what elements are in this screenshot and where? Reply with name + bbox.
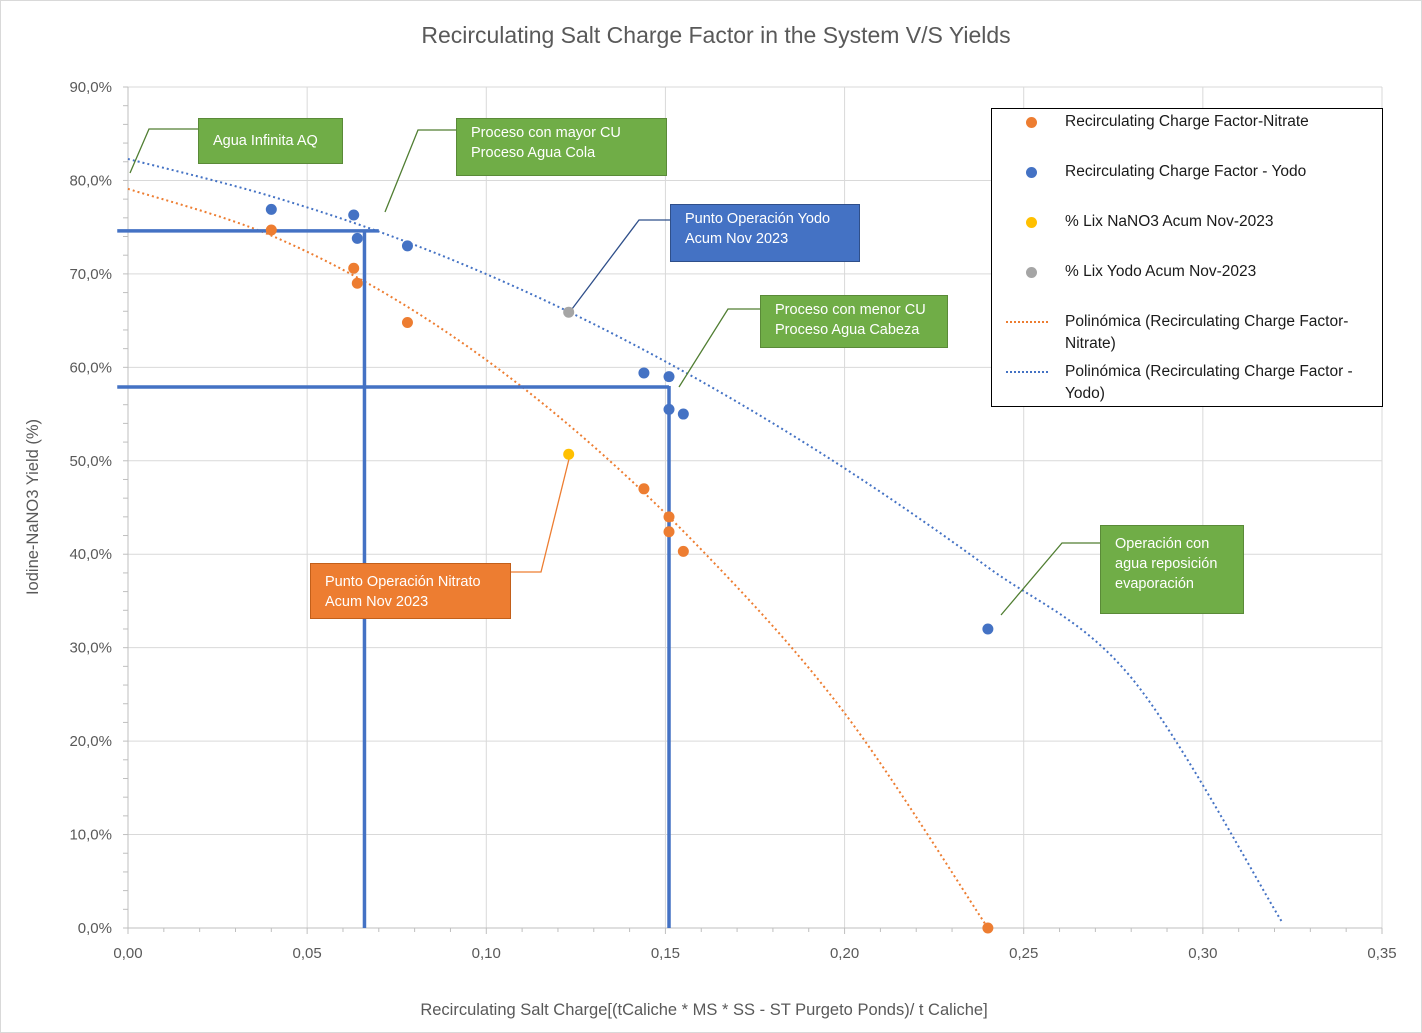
data-point-series-0 xyxy=(677,545,689,557)
trendline-yodo xyxy=(127,157,1283,922)
legend-label-lix-nano3: % Lix NaNO3 Acum Nov-2023 xyxy=(1065,213,1274,230)
callout-menor-cu: Proceso con menor CU Proceso Agua Cabeza xyxy=(760,295,948,348)
legend-label-trend-nitrate: Polinómica (Recirculating Charge Factor-… xyxy=(1065,313,1349,352)
y-tick-label: 50,0% xyxy=(69,453,112,470)
data-point-series-0 xyxy=(663,511,675,523)
data-points xyxy=(265,203,994,934)
y-tick-label: 10,0% xyxy=(69,827,112,844)
legend-label-trend-yodo: Polinómica (Recirculating Charge Factor … xyxy=(1065,363,1353,402)
callout-agua-reposicion: Operación con agua reposición evaporació… xyxy=(1100,525,1244,614)
x-tick-label: 0,05 xyxy=(293,945,322,962)
legend-label-yodo: Recirculating Charge Factor - Yodo xyxy=(1065,163,1307,180)
data-point-series-1 xyxy=(265,203,277,215)
callout-agua-infinita: Agua Infinita AQ xyxy=(198,118,343,164)
data-point-series-1 xyxy=(663,371,675,383)
data-point-series-3 xyxy=(563,306,575,318)
legend-item-yodo: Recirculating Charge Factor - Yodo xyxy=(992,159,1384,199)
y-tick-label: 40,0% xyxy=(69,546,112,563)
legend-label-lix-yodo: % Lix Yodo Acum Nov-2023 xyxy=(1065,263,1257,280)
callout-punto-operacion-yodo: Punto Operación Yodo Acum Nov 2023 xyxy=(670,204,860,262)
data-point-series-0 xyxy=(663,526,675,538)
x-tick-label: 0,10 xyxy=(472,945,501,962)
legend-line-trend-yodo xyxy=(1006,371,1048,373)
y-tick-label: 90,0% xyxy=(69,79,112,96)
data-point-series-1 xyxy=(401,240,413,252)
data-point-series-0 xyxy=(351,277,363,289)
data-point-series-2 xyxy=(563,448,575,460)
y-tick-label: 20,0% xyxy=(69,733,112,750)
legend-item-nitrate: Recirculating Charge Factor-Nitrate xyxy=(992,109,1384,149)
x-tick-label: 0,25 xyxy=(1009,945,1038,962)
legend-item-trend-nitrate: Polinómica (Recirculating Charge Factor-… xyxy=(992,309,1384,355)
y-axis-label: Iodine-NaNO3 Yield (%) xyxy=(24,419,42,595)
callout-mayor-cu: Proceso con mayor CU Proceso Agua Cola xyxy=(456,118,667,176)
data-point-series-0 xyxy=(401,316,413,328)
legend-marker-yodo xyxy=(1026,167,1037,178)
x-tick-label: 0,35 xyxy=(1367,945,1396,962)
legend: Recirculating Charge Factor-Nitrate Reci… xyxy=(991,108,1383,407)
callout-punto-operacion-nitrato: Punto Operación Nitrato Acum Nov 2023 xyxy=(310,563,511,619)
x-tick-label: 0,15 xyxy=(651,945,680,962)
legend-item-lix-yodo: % Lix Yodo Acum Nov-2023 xyxy=(992,259,1384,299)
data-point-series-1 xyxy=(677,408,689,420)
x-tick-label: 0,20 xyxy=(830,945,859,962)
chart-title: Recirculating Salt Charge Factor in the … xyxy=(421,22,1010,48)
data-point-series-1 xyxy=(351,232,363,244)
data-point-series-0 xyxy=(348,262,360,274)
trendline-nitrate xyxy=(127,187,989,929)
legend-marker-nitrate xyxy=(1026,117,1037,128)
data-point-series-0 xyxy=(638,483,650,495)
leader-agua-reposicion xyxy=(1000,542,1100,616)
x-tick-label: 0,00 xyxy=(113,945,142,962)
leader-agua-infinita xyxy=(129,128,198,174)
data-point-series-0 xyxy=(265,224,277,236)
legend-marker-lix-yodo xyxy=(1026,267,1037,278)
x-tick-label: 0,30 xyxy=(1188,945,1217,962)
data-point-series-1 xyxy=(348,209,360,221)
legend-label-nitrate: Recirculating Charge Factor-Nitrate xyxy=(1065,113,1309,130)
callout-leaders xyxy=(129,128,1100,616)
y-tick-label: 80,0% xyxy=(69,172,112,189)
data-point-series-0 xyxy=(982,922,994,934)
legend-line-trend-nitrate xyxy=(1006,321,1048,323)
y-tick-label: 0,0% xyxy=(78,920,112,937)
leader-punto-operacion-yodo xyxy=(568,219,670,314)
data-point-series-1 xyxy=(638,367,650,379)
leader-punto-operacion-nitrato xyxy=(511,458,570,573)
y-tick-label: 70,0% xyxy=(69,266,112,283)
x-axis-label: Recirculating Salt Charge[(tCaliche * MS… xyxy=(420,1001,987,1019)
y-tick-label: 60,0% xyxy=(69,359,112,376)
data-point-series-1 xyxy=(663,403,675,415)
legend-item-trend-yodo: Polinómica (Recirculating Charge Factor … xyxy=(992,359,1384,405)
legend-marker-lix-nano3 xyxy=(1026,217,1037,228)
leader-menor-cu xyxy=(678,308,760,388)
legend-item-lix-nano3: % Lix NaNO3 Acum Nov-2023 xyxy=(992,209,1384,249)
y-tick-label: 30,0% xyxy=(69,640,112,657)
leader-mayor-cu xyxy=(384,129,456,213)
axes: 0,0% 10,0% 20,0% 30,0% 40,0% 50,0% 60,0% 70,0% 8… xyxy=(69,79,1396,962)
data-point-series-1 xyxy=(982,623,994,635)
trendlines xyxy=(127,157,1283,929)
